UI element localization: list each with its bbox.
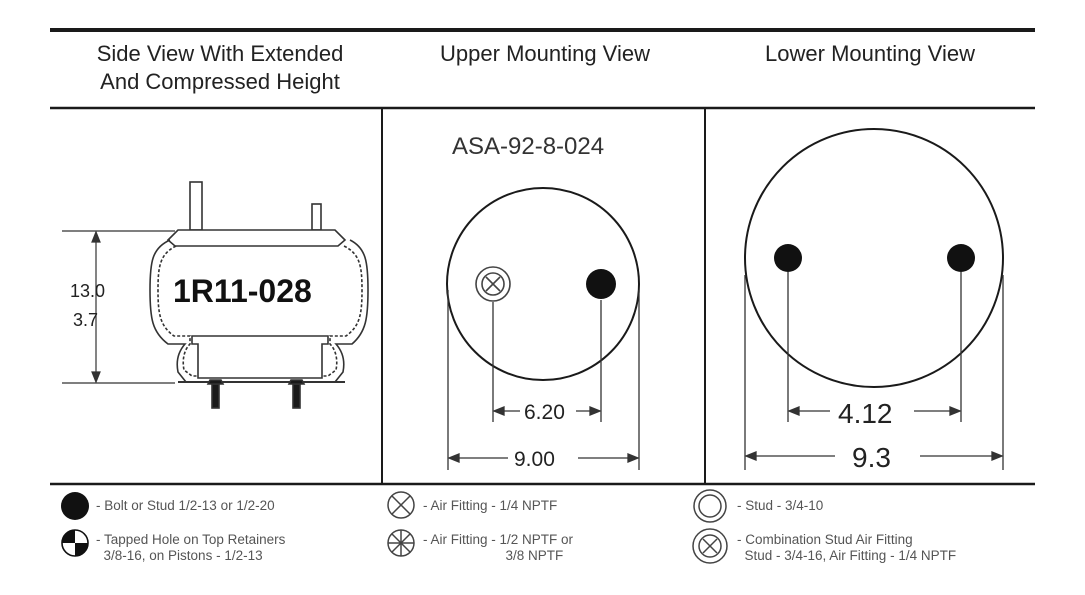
compressed-height: 3.7 (73, 310, 98, 330)
lower-dimensions (744, 272, 1004, 470)
legend-stud-icon (693, 489, 727, 523)
legend-bolt-icon (61, 492, 89, 520)
bolt-hole-upper (586, 269, 616, 299)
header-lower-mounting-view: Lower Mounting View (765, 41, 975, 66)
bolt-hole-lower-right (947, 244, 975, 272)
lower-plate-circle (744, 128, 1004, 388)
lower-diameter: 9.3 (852, 442, 891, 473)
legend-tapped-hole-icon (61, 529, 89, 557)
header-upper-mounting-view: Upper Mounting View (440, 41, 650, 66)
upper-plate-circle (446, 187, 640, 381)
legend-combo-stud-text: - Combination Stud Air Fitting Stud - 3/… (737, 532, 957, 563)
height-dimension (62, 230, 175, 384)
bottom-stud-left (211, 383, 220, 409)
legend-air-fitting-text: - Air Fitting - 1/4 NPTF (423, 498, 558, 513)
legend-combo-stud-icon (692, 528, 728, 564)
legend-air-fitting-icon (387, 491, 415, 519)
legend-bolt-text: - Bolt or Stud 1/2-13 or 1/2-20 (96, 498, 275, 513)
header-side-view: Side View With Extended And Compressed H… (96, 41, 344, 94)
upper-dimensions (447, 290, 640, 470)
lower-hole-spacing: 4.12 (838, 398, 893, 429)
legend-tapped-hole-text: - Tapped Hole on Top Retainers 3/8-16, o… (96, 532, 286, 563)
legend-air-fitting-large-text: - Air Fitting - 1/2 NPTF or 3/8 NPTF (423, 532, 574, 563)
bolt-hole-lower-left (774, 244, 802, 272)
legend-air-fitting-large-icon (387, 529, 415, 557)
extended-height: 13.0 (70, 281, 105, 301)
legend-stud-text: - Stud - 3/4-10 (737, 498, 824, 513)
top-air-fitting (311, 203, 322, 231)
upper-hole-spacing: 6.20 (524, 401, 565, 424)
bottom-stud-right (292, 383, 301, 409)
part-number: 1R11-028 (173, 273, 312, 309)
side-view-drawing (149, 181, 369, 409)
model-number: ASA-92-8-024 (452, 133, 604, 160)
top-stud (189, 181, 203, 231)
top-bead-plate (166, 229, 347, 247)
upper-diameter: 9.00 (514, 448, 555, 471)
air-fitting-symbol-upper (475, 266, 511, 302)
piston (191, 335, 329, 379)
